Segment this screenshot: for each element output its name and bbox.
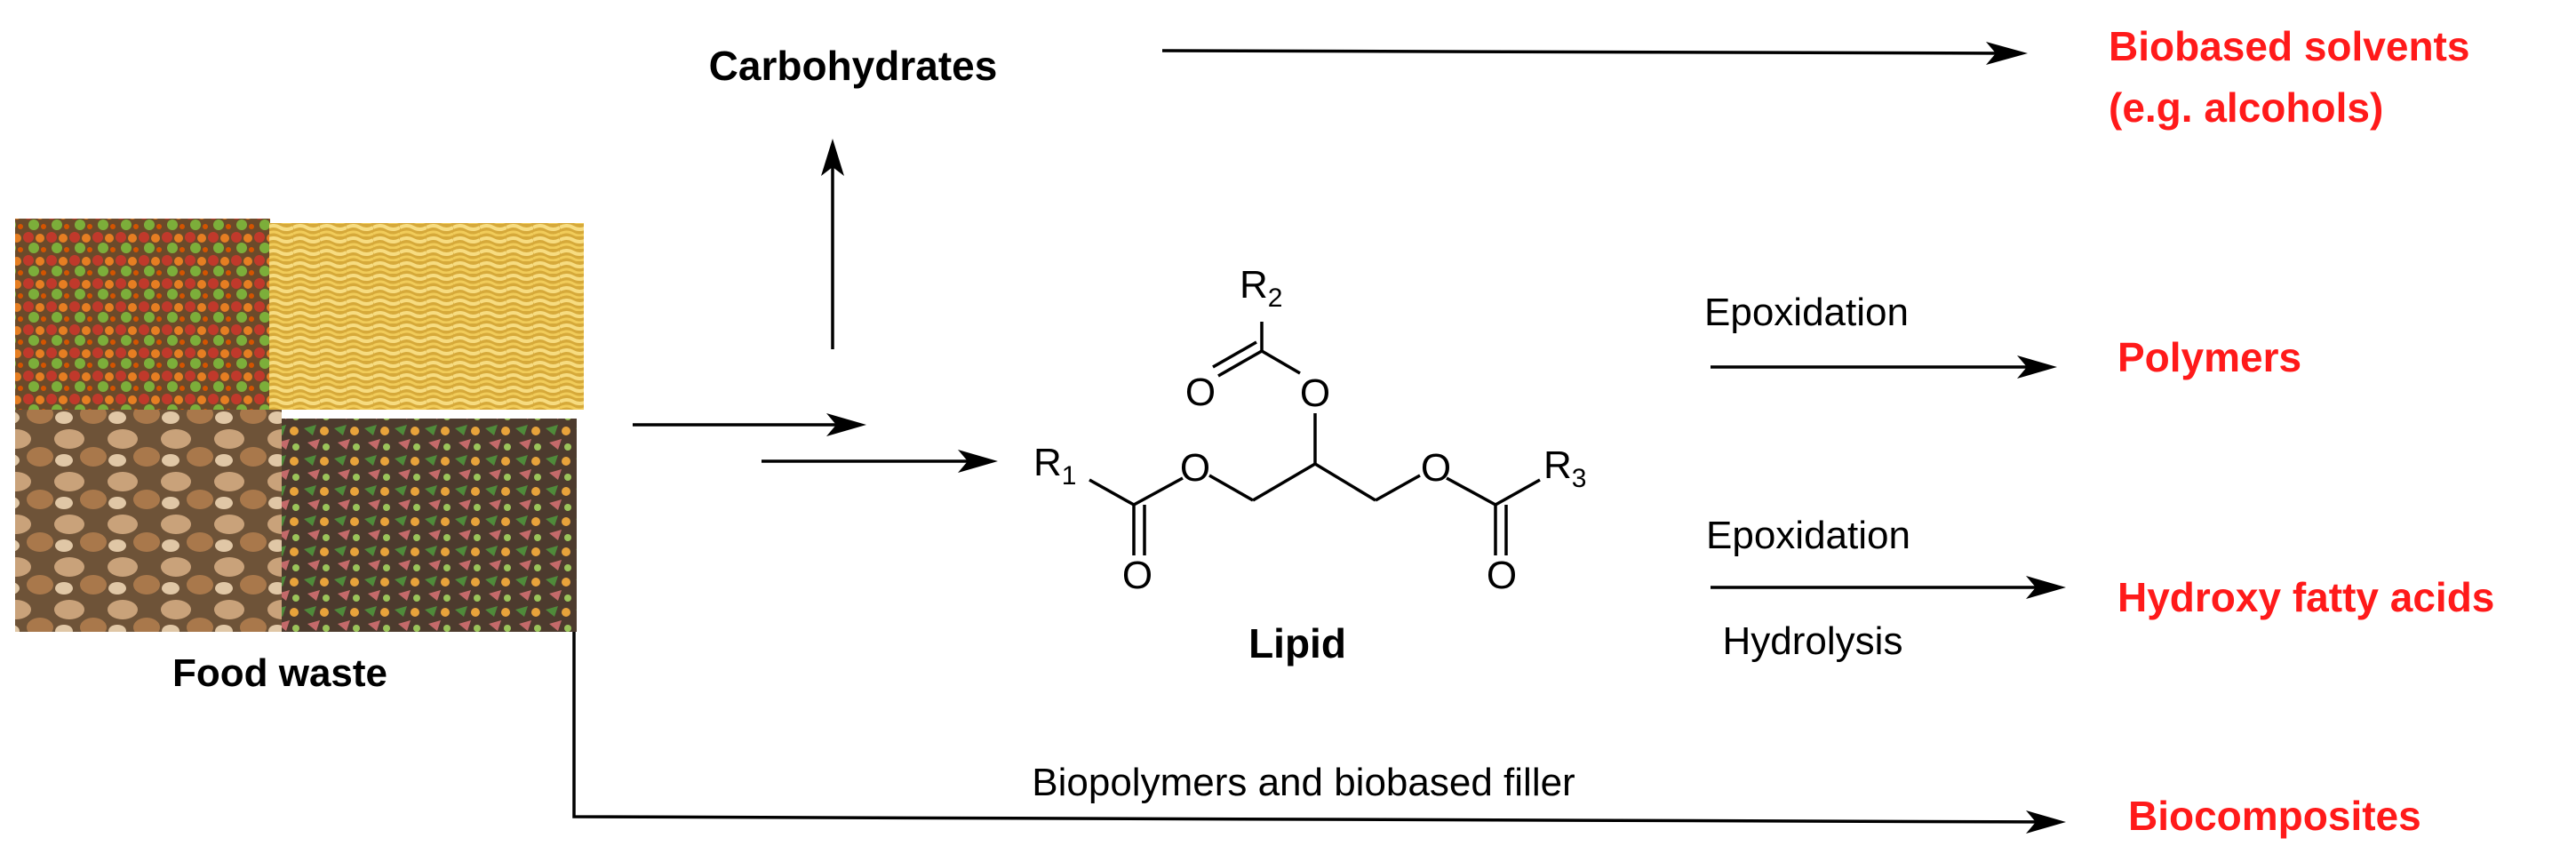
ester-oxygen-middle: O (1300, 371, 1330, 415)
product-polymers: Polymers (2117, 334, 2301, 380)
carbohydrates-label: Carbohydrates (709, 43, 998, 89)
noodles-photo (269, 223, 584, 410)
arrowhead-polymers (2017, 355, 2057, 379)
epoxidation-label-1: Epoxidation (1704, 291, 1909, 334)
food-waste-label: Food waste (172, 651, 387, 695)
bread-waste-photo (15, 410, 282, 632)
arrowheads (821, 42, 2066, 834)
vegetable-scraps-photo (282, 419, 577, 632)
arrows (572, 49, 2049, 824)
product-biocomposites: Biocomposites (2128, 793, 2421, 839)
product-solvents-example: (e.g. alcohols) (2109, 84, 2383, 131)
arrowhead-carbohydrates (821, 139, 844, 176)
r3-group: R3 (1543, 443, 1586, 493)
r1-group: R1 (1033, 441, 1076, 491)
carbonyl-oxygen-right: O (1487, 554, 1517, 597)
ester-oxygen-right: O (1421, 446, 1451, 490)
biopolymers-filler-label: Biopolymers and biobased filler (1032, 761, 1575, 804)
arrow-to-solvents (1161, 49, 2011, 55)
arrowhead-biocomposites (2026, 810, 2066, 834)
food-waste-collage (15, 219, 584, 632)
lipid-label: Lipid (1248, 620, 1346, 666)
arrow-to-biocomposites (572, 632, 2049, 824)
lipid-structure: O O O O O O R1 R2 R3 (1033, 263, 1586, 597)
arrowhead-lipid (958, 450, 998, 473)
arrowhead-hydroxy (2026, 576, 2066, 599)
carbonyl-oxygen-middle: O (1185, 371, 1216, 414)
product-biobased-solvents: Biobased solvents (2109, 23, 2469, 69)
lipid-bonds (1089, 322, 1541, 555)
product-hydroxy-fatty-acids: Hydroxy fatty acids (2117, 574, 2494, 620)
hydrolysis-label: Hydrolysis (1723, 619, 1903, 663)
epoxidation-label-2: Epoxidation (1706, 514, 1910, 557)
fruit-waste-photo (15, 219, 270, 410)
carbonyl-oxygen-left: O (1122, 554, 1152, 597)
arrowhead-food-waste (826, 413, 866, 436)
arrowhead-solvents (1986, 42, 2028, 65)
ester-oxygen-left: O (1180, 446, 1210, 490)
r2-group: R2 (1240, 263, 1282, 313)
